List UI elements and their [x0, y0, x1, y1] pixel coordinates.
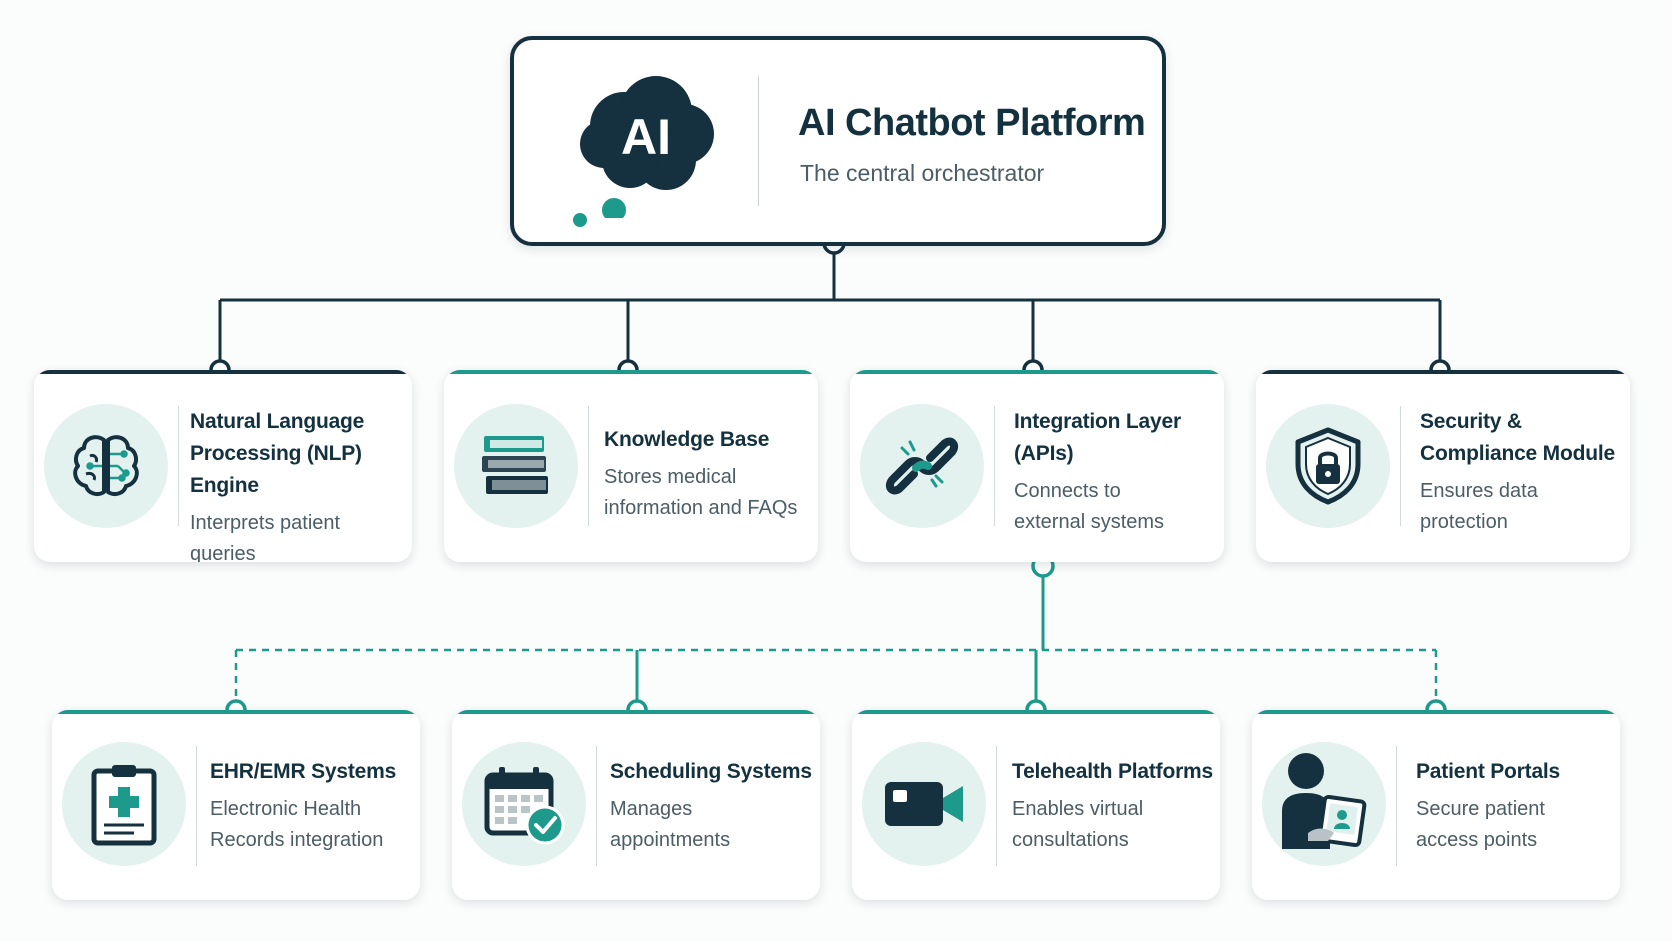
calendar-check-icon [462, 742, 586, 866]
integration-title: Patient Portals [1416, 760, 1561, 783]
integration-title: EHR/EMR Systems [210, 760, 397, 783]
platform-card: AI AI Chatbot Platform The central orche… [510, 36, 1166, 246]
card-divider [178, 406, 179, 526]
card-divider [1400, 406, 1401, 526]
chain-link-icon [860, 404, 984, 528]
shield-lock-icon [1266, 404, 1390, 528]
card-divider [196, 746, 197, 866]
platform-title: AI Chatbot Platform [798, 102, 1146, 144]
patient-tablet-icon [1262, 742, 1386, 866]
component-card-security: Security &Compliance Module Ensures data… [1256, 370, 1630, 562]
card-divider [994, 406, 995, 526]
integration-title: Telehealth Platforms [1012, 760, 1213, 783]
books-icon [454, 404, 578, 528]
integration-title: Scheduling Systems [610, 760, 812, 783]
card-divider [1396, 746, 1397, 866]
component-title: Knowledge Base [604, 428, 770, 451]
card-divider [588, 406, 589, 526]
clipboard-medical-icon [62, 742, 186, 866]
video-camera-icon [862, 742, 986, 866]
ai-logo-text: AI [621, 109, 671, 165]
component-title: Security &Compliance Module [1420, 410, 1615, 465]
card-divider [596, 746, 597, 866]
platform-divider [758, 76, 759, 206]
ai-cloud-icon: AI [580, 76, 714, 218]
platform-subtitle: The central orchestrator [800, 160, 1045, 186]
card-divider [996, 746, 997, 866]
brain-icon [44, 404, 168, 528]
ai-bubble-dot-icon [573, 213, 587, 227]
component-title: Integration Layer(APIs) [1014, 410, 1181, 465]
